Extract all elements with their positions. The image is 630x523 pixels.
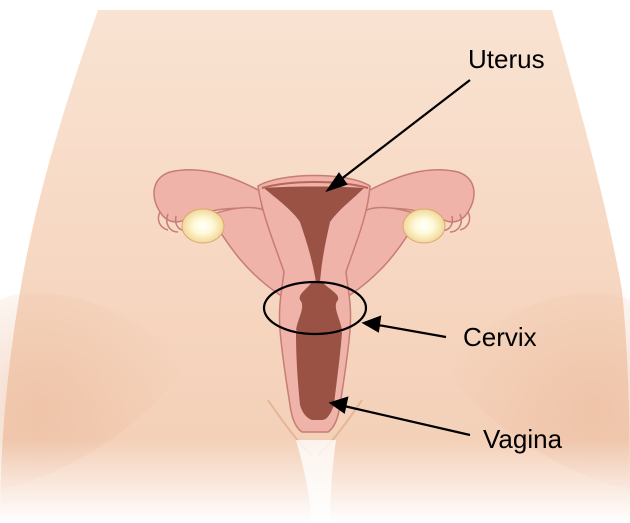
ovary-right xyxy=(403,209,445,243)
ovary-left xyxy=(182,209,224,243)
vagina-label: Vagina xyxy=(483,426,562,452)
cervix-label: Cervix xyxy=(463,324,537,350)
uterus-label: Uterus xyxy=(468,46,545,72)
